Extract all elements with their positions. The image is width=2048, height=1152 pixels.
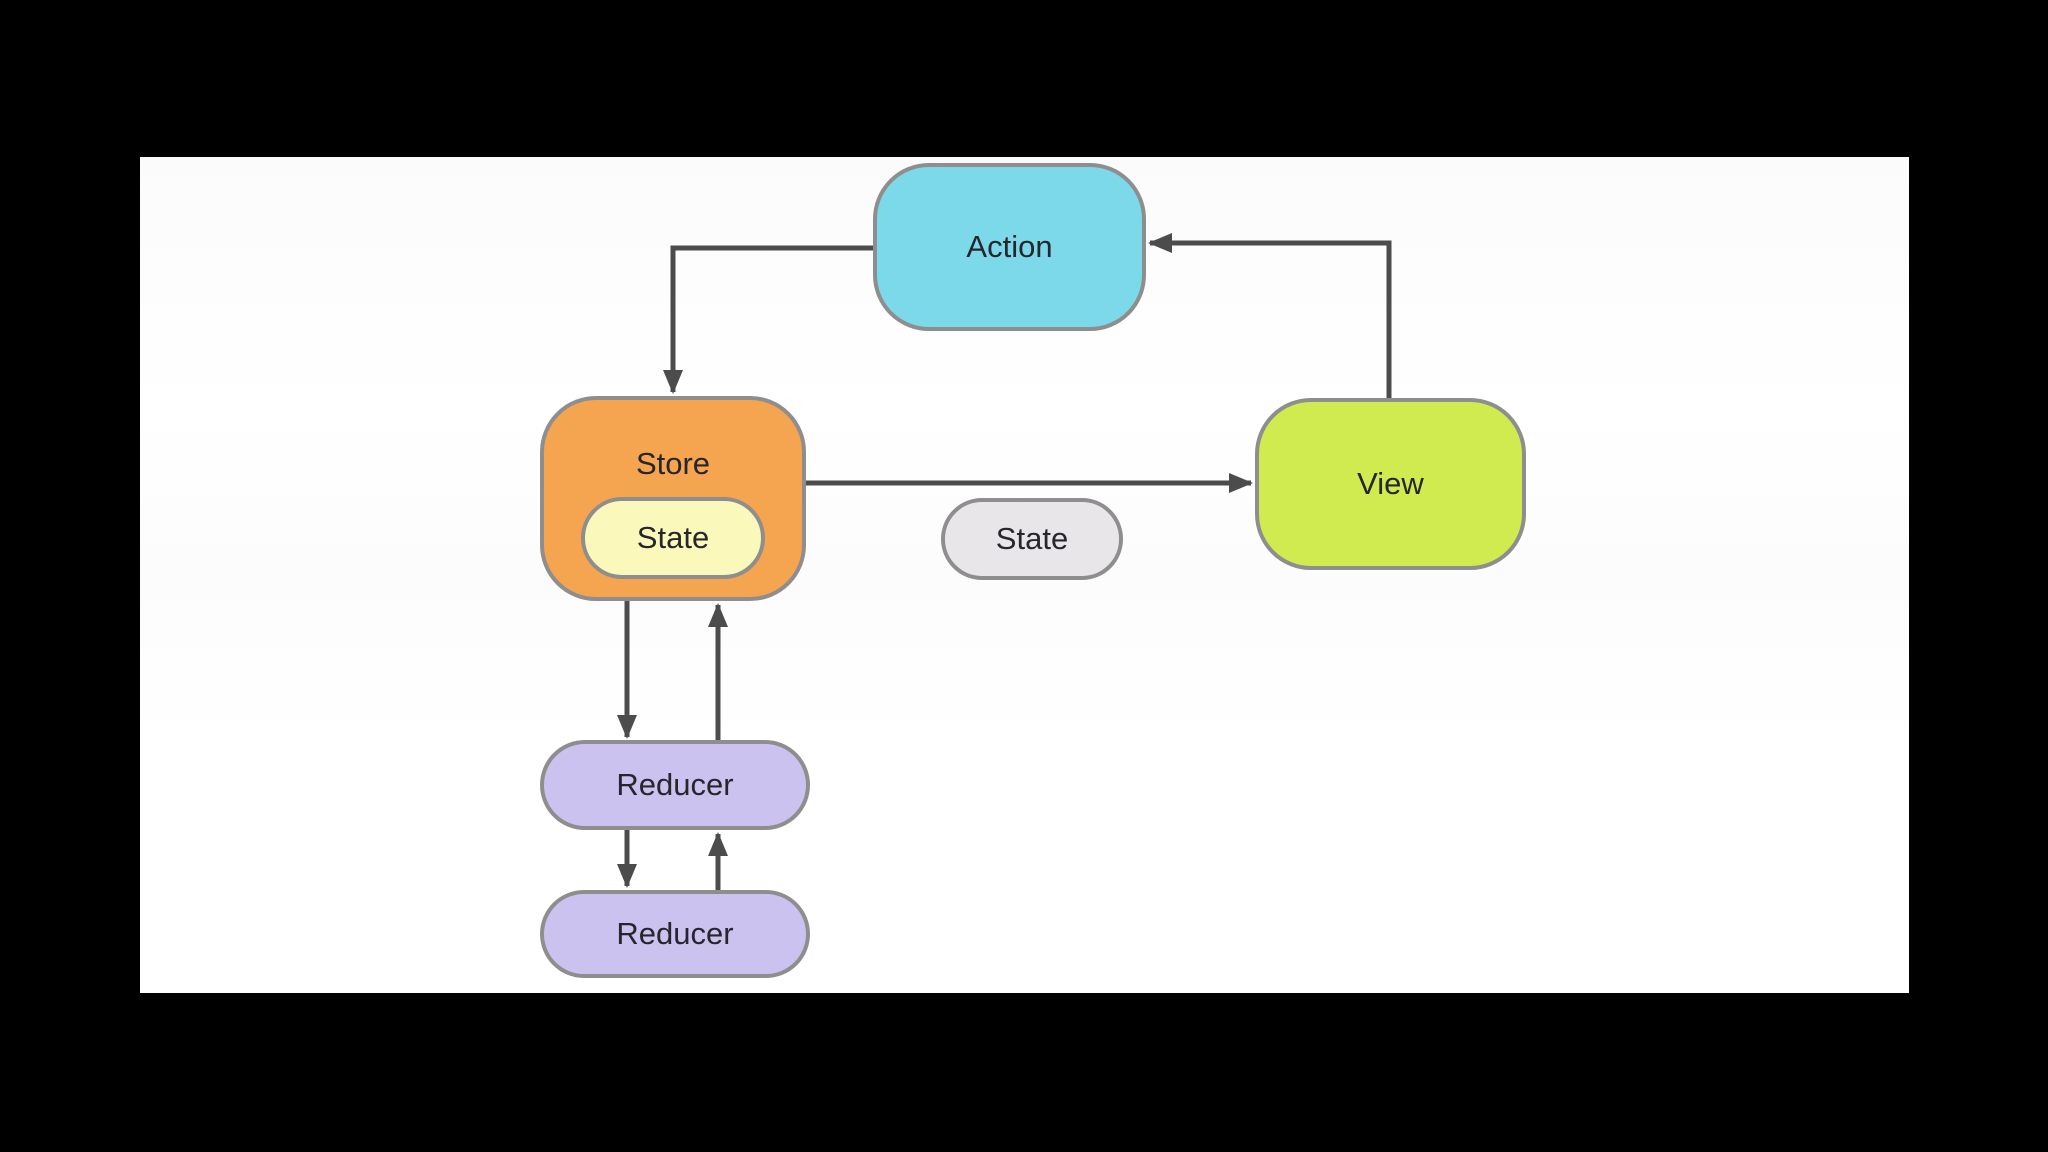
diagram-edges: [617, 233, 1392, 890]
node-view-label: View: [1357, 466, 1424, 501]
node-store: Store State: [540, 396, 806, 601]
node-state-label: State: [995, 521, 1069, 556]
edge-action-to-store: [663, 245, 873, 394]
node-state: State: [941, 498, 1123, 580]
node-reducer-1-label: Reducer: [616, 767, 734, 802]
node-reducer-1: Reducer: [540, 740, 810, 830]
edge-view-to-action: [1148, 233, 1392, 398]
node-reducer-2-label: Reducer: [616, 916, 734, 951]
node-action-label: Action: [966, 229, 1053, 264]
node-store-label: Store: [635, 446, 711, 481]
node-store-state-label: State: [636, 520, 710, 555]
node-reducer-2: Reducer: [540, 890, 810, 978]
slide-canvas: Action Store State State View Reducer Re…: [140, 157, 1909, 993]
node-store-state: State: [581, 497, 765, 579]
node-action: Action: [873, 163, 1146, 331]
node-view: View: [1255, 398, 1526, 570]
